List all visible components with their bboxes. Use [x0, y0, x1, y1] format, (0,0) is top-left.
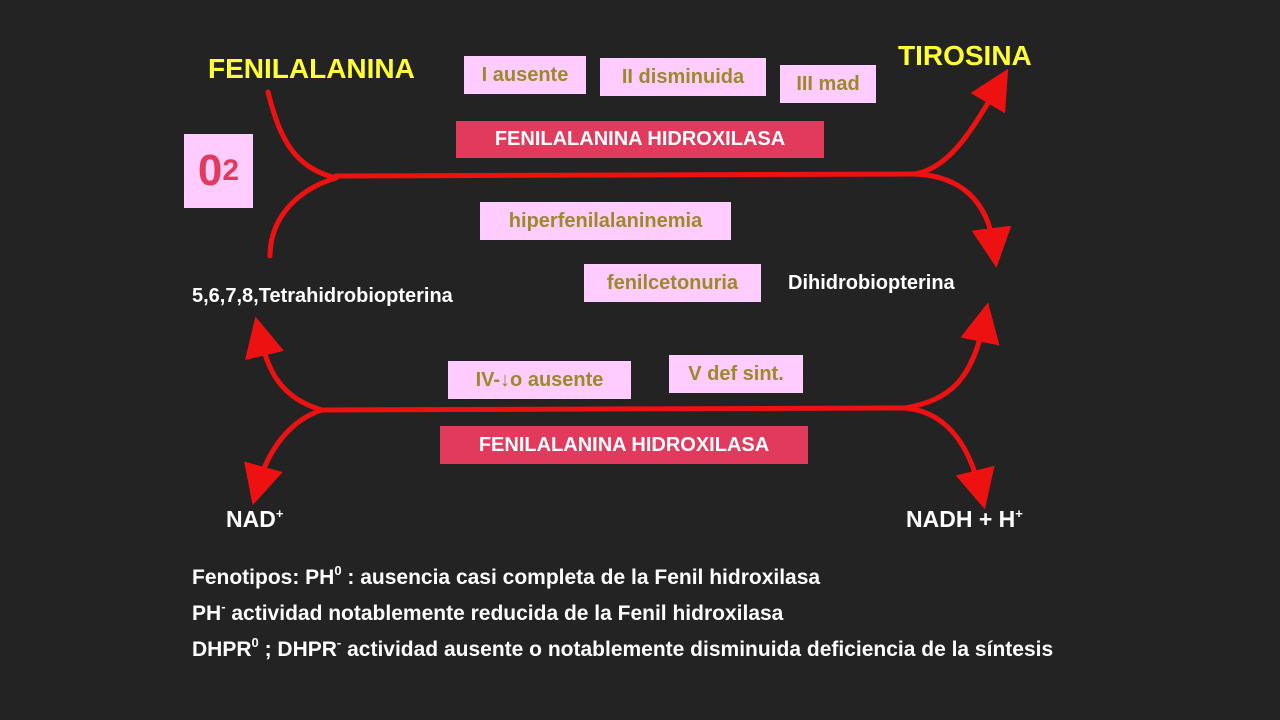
- footnote-l3-a: DHPR: [192, 638, 252, 661]
- top-reaction-arrow: [265, 68, 1012, 268]
- phenotype-footnote: Fenotipos: PH0 : ausencia casi completa …: [192, 556, 1072, 664]
- nad-text: NAD: [226, 506, 276, 532]
- footnote-l3-c: actividad ausente o notablemente disminu…: [341, 638, 1054, 661]
- footnote-l3-sup1: 0: [251, 635, 259, 650]
- type-iv-box: IV-↓o ausente: [448, 361, 631, 399]
- footnote-l2-b: actividad notablemente reducida de la Fe…: [225, 602, 784, 625]
- tetrahidrobiopterina-label: 5,6,7,8,Tetrahidrobiopterina: [192, 285, 453, 307]
- type-iv-suffix: o ausente: [510, 368, 604, 391]
- nadh-text: NADH + H: [906, 506, 1016, 532]
- type-ii-box: II disminuida: [600, 58, 766, 96]
- oxygen-main: 0: [197, 146, 223, 195]
- footnote-line-1: Fenotipos: PH0 : ausencia casi completa …: [192, 556, 1072, 592]
- footnote-l2-a: PH: [192, 602, 222, 625]
- nadh-label: NADH + H+: [906, 506, 1023, 533]
- footnote-l3-b: ; DHPR: [258, 638, 337, 661]
- footnote-l1-sup: 0: [334, 563, 342, 578]
- footnote-l1-b: : ausencia casi completa de la Fenil hid…: [341, 566, 821, 589]
- down-arrow-icon: ↓: [500, 368, 511, 391]
- fenilcetonuria-box: fenilcetonuria: [584, 264, 761, 302]
- enzyme-top: FENILALANINA HIDROXILASA: [456, 121, 824, 158]
- type-iv-prefix: IV-: [475, 368, 501, 391]
- footnote-line-2: PH- actividad notablemente reducida de l…: [192, 592, 1072, 628]
- oxygen-subscript: 2: [222, 154, 240, 187]
- footnote-l1-a: Fenotipos: PH: [192, 566, 335, 589]
- nadh-sup: +: [1015, 506, 1023, 521]
- enzyme-bottom: FENILALANINA HIDROXILASA: [440, 426, 808, 464]
- tirosina-label: TIROSINA: [898, 40, 1032, 71]
- dihidrobiopterina-label: Dihidrobiopterina: [788, 272, 955, 294]
- bottom-reaction-arrow: [244, 302, 1000, 510]
- fenilalanina-label: FENILALANINA: [208, 53, 415, 84]
- nad-label: NAD+: [226, 506, 283, 533]
- type-i-box: I ausente: [464, 56, 586, 94]
- footnote-l2-sup: -: [221, 599, 226, 614]
- nad-sup: +: [275, 506, 284, 521]
- hiperfenilalaninemia-box: hiperfenilalaninemia: [480, 202, 731, 240]
- footnote-l3-sup2: -: [336, 635, 342, 650]
- type-iii-box: III mad: [780, 65, 876, 103]
- type-v-box: V def sint.: [669, 355, 803, 393]
- footnote-line-3: DHPR0 ; DHPR- actividad ausente o notabl…: [192, 628, 1072, 664]
